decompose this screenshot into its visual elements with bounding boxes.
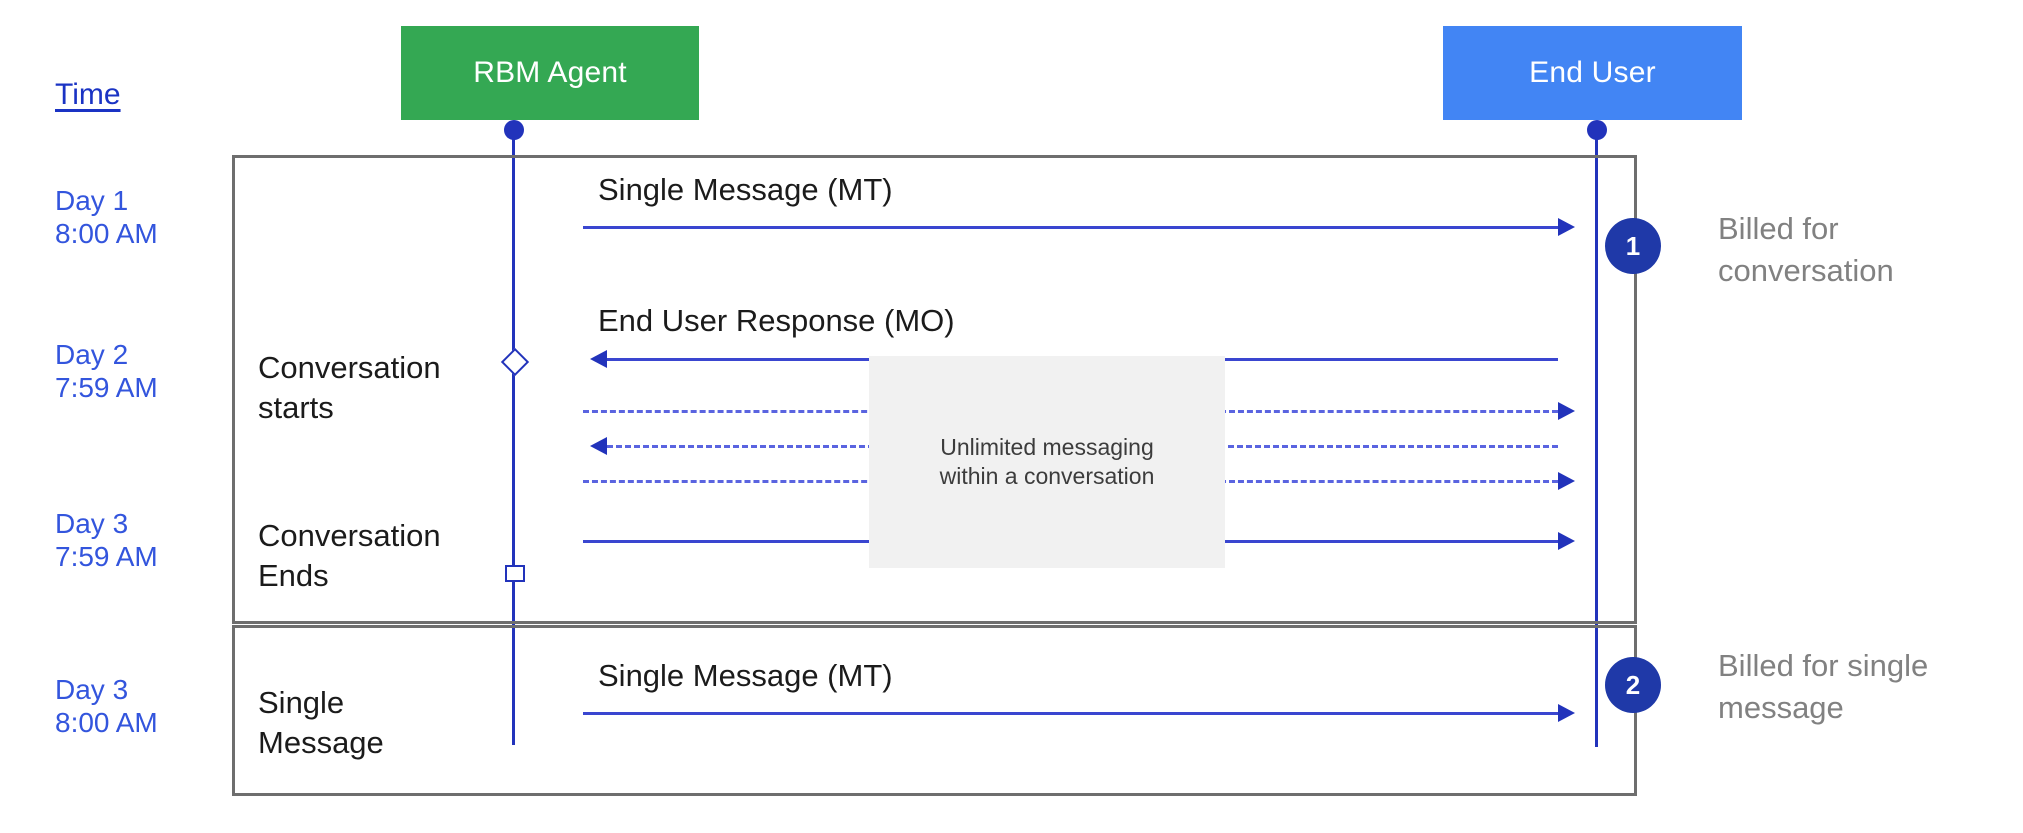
billing-badge-1-number: 1 bbox=[1625, 230, 1641, 261]
single-message-panel bbox=[232, 625, 1637, 796]
conversation-end-square-icon bbox=[505, 565, 525, 582]
actor-rbm-agent-label: RBM Agent bbox=[473, 56, 627, 89]
lifeline-agent bbox=[512, 130, 515, 712]
message-arrow-1-head-icon bbox=[1558, 218, 1575, 236]
lifeline-agent-lower bbox=[512, 625, 515, 745]
message-arrow-4-head-icon bbox=[590, 437, 607, 455]
message-arrow-2-head-icon bbox=[590, 350, 607, 368]
timestamp-day2-759am: Day 2 7:59 AM bbox=[55, 339, 158, 404]
billing-badge-1: 1 bbox=[1605, 218, 1661, 274]
note-unlimited-messaging: Unlimited messaging within a conversatio… bbox=[869, 356, 1225, 568]
message-arrow-7-head-icon bbox=[1558, 704, 1575, 722]
message-label-single-message-mt-2: Single Message (MT) bbox=[598, 658, 893, 693]
message-label-single-message-mt-1: Single Message (MT) bbox=[598, 172, 893, 207]
timestamp-day1-800am: Day 1 8:00 AM bbox=[55, 185, 158, 250]
step-label-conversation-starts: Conversation starts bbox=[258, 350, 441, 425]
billing-annotation-2: Billed for single message bbox=[1718, 648, 1929, 725]
step-label-single-message: Single Message bbox=[258, 685, 384, 760]
lifeline-user-lower bbox=[1595, 625, 1598, 747]
billing-badge-2: 2 bbox=[1605, 657, 1661, 713]
step-label-conversation-ends: Conversation Ends bbox=[258, 518, 441, 593]
note-line-1: Unlimited messaging bbox=[940, 434, 1154, 460]
actor-end-user: End User bbox=[1443, 26, 1742, 120]
message-arrow-7-line bbox=[583, 712, 1558, 715]
message-label-end-user-response-mo: End User Response (MO) bbox=[598, 303, 955, 338]
message-arrow-1-line bbox=[583, 226, 1558, 229]
note-line-2: within a conversation bbox=[939, 463, 1155, 489]
message-arrow-6-head-icon bbox=[1558, 532, 1575, 550]
billing-annotation-1: Billed for conversation bbox=[1718, 211, 1894, 288]
timestamp-day3-759am: Day 3 7:59 AM bbox=[55, 508, 158, 573]
actor-rbm-agent: RBM Agent bbox=[401, 26, 699, 120]
lifeline-user bbox=[1595, 130, 1598, 718]
billing-badge-2-number: 2 bbox=[1625, 669, 1641, 700]
time-column-header: Time bbox=[55, 78, 121, 111]
actor-end-user-label: End User bbox=[1529, 56, 1656, 89]
message-arrow-3-head-icon bbox=[1558, 402, 1575, 420]
timestamp-day3-800am: Day 3 8:00 AM bbox=[55, 674, 158, 739]
message-arrow-5-head-icon bbox=[1558, 472, 1575, 490]
conversation-panel bbox=[232, 155, 1637, 624]
